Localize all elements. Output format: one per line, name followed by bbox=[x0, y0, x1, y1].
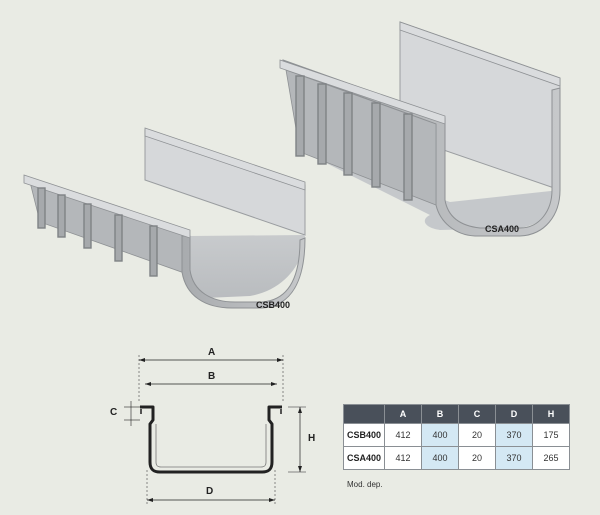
channel-csa400-image bbox=[279, 21, 561, 237]
dimension-table: A B C D H CSB400 412 400 20 370 175 CSA4… bbox=[343, 404, 570, 470]
footnote: Mod. dep. bbox=[347, 480, 383, 489]
value-cell: 412 bbox=[384, 423, 422, 447]
value-cell: 400 bbox=[421, 423, 459, 447]
column-header: A bbox=[384, 404, 422, 424]
column-header: H bbox=[532, 404, 570, 424]
value-cell: 265 bbox=[532, 446, 570, 470]
table-corner-cell bbox=[343, 404, 385, 424]
model-cell: CSB400 bbox=[343, 423, 385, 447]
csa400-label: CSA400 bbox=[485, 224, 520, 234]
cross-section-diagram bbox=[124, 355, 306, 504]
csb400-label: CSB400 bbox=[256, 300, 291, 310]
value-cell: 400 bbox=[421, 446, 459, 470]
dimension-h-label: H bbox=[308, 433, 316, 444]
value-cell: 20 bbox=[458, 446, 496, 470]
model-cell: CSA400 bbox=[343, 446, 385, 470]
dimension-a-label: A bbox=[208, 347, 216, 358]
dimension-b-label: B bbox=[208, 371, 216, 382]
dimension-d-label: D bbox=[206, 486, 214, 497]
table-header-row: A B C D H bbox=[343, 404, 570, 424]
table-row: CSB400 412 400 20 370 175 bbox=[343, 423, 570, 447]
value-cell: 412 bbox=[384, 446, 422, 470]
column-header: C bbox=[458, 404, 496, 424]
column-header: D bbox=[495, 404, 533, 424]
value-cell: 20 bbox=[458, 423, 496, 447]
value-cell: 175 bbox=[532, 423, 570, 447]
column-header: B bbox=[421, 404, 459, 424]
value-cell: 370 bbox=[495, 446, 533, 470]
table-row: CSA400 412 400 20 370 265 bbox=[343, 446, 570, 470]
dimension-c-label: C bbox=[110, 407, 118, 418]
channel-csb400-image bbox=[23, 127, 306, 309]
value-cell: 370 bbox=[495, 423, 533, 447]
